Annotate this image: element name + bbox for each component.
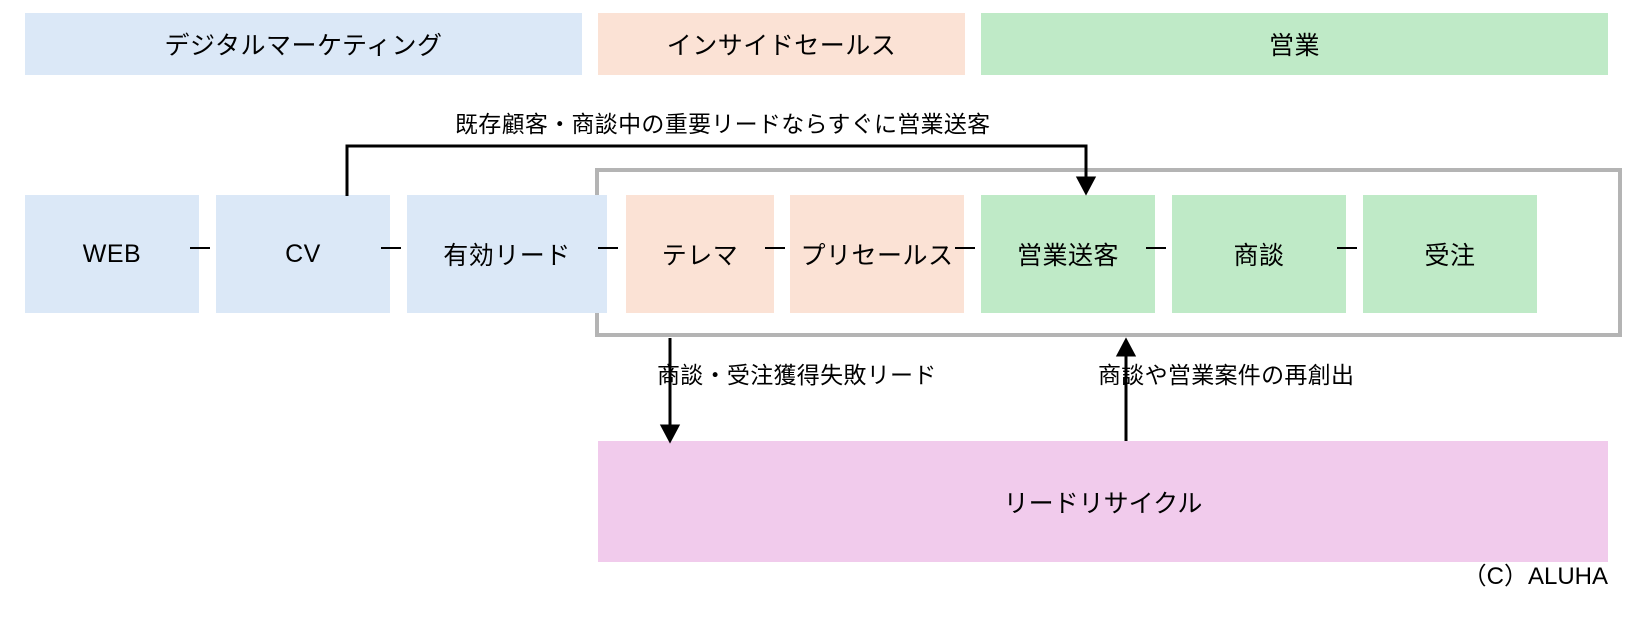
stage-box-order: 受注 xyxy=(1363,195,1537,313)
group-band-inside-sales: インサイドセールス xyxy=(598,13,965,75)
stage-label: 商談 xyxy=(1233,242,1285,270)
group-band-sales: 営業 xyxy=(981,13,1608,75)
stage-box-sales-handoff: 営業送客 xyxy=(981,195,1155,313)
stage-label: 営業送客 xyxy=(1016,242,1119,270)
lead-recycle-box: リードリサイクル xyxy=(598,441,1608,562)
connector-cv-valid-lead xyxy=(381,247,401,249)
group-band-label: デジタルマーケティング xyxy=(164,32,443,60)
lead-recycle-label: リードリサイクル xyxy=(1003,489,1203,518)
connector-web-cv xyxy=(190,247,210,249)
group-band-digital-marketing: デジタルマーケティング xyxy=(25,13,582,75)
stage-box-presales: プリセールス xyxy=(790,195,964,313)
connector-sales-handoff-negotiation xyxy=(1146,247,1166,249)
group-band-label: インサイドセールス xyxy=(666,32,897,60)
stage-label: WEB xyxy=(82,239,142,268)
connector-telemarketing-presales xyxy=(765,247,785,249)
annotation-from-recycle: 商談や営業案件の再創出 xyxy=(1098,362,1355,388)
connector-presales-sales-handoff xyxy=(955,247,975,249)
stage-label: 有効リード xyxy=(443,242,571,270)
stage-box-web: WEB xyxy=(25,195,199,313)
stage-box-telemarketing: テレマ xyxy=(626,195,774,313)
stage-box-negotiation: 商談 xyxy=(1172,195,1346,313)
group-band-label: 営業 xyxy=(1268,32,1320,60)
stage-label: 受注 xyxy=(1424,242,1476,270)
copyright-notice: （C）ALUHA xyxy=(1462,563,1608,590)
stage-box-valid-lead: 有効リード xyxy=(407,195,607,313)
connector-valid-lead-telemarketing xyxy=(598,247,618,249)
connector-negotiation-order xyxy=(1337,247,1357,249)
annotation-to-recycle: 商談・受注獲得失敗リード xyxy=(657,362,937,388)
stage-box-cv: CV xyxy=(216,195,390,313)
stage-label: プリセールス xyxy=(800,242,954,270)
stage-label: CV xyxy=(285,239,321,268)
stage-label: テレマ xyxy=(661,242,739,270)
annotation-top-shortcut: 既存顧客・商談中の重要リードならすぐに営業送客 xyxy=(455,111,991,137)
